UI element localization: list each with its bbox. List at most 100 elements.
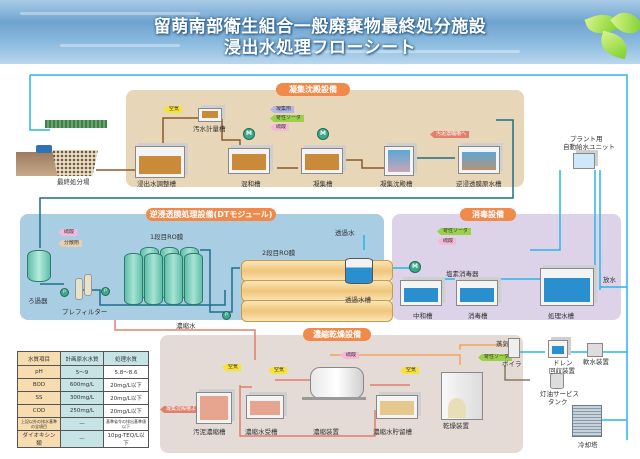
prefilter bbox=[84, 274, 92, 296]
ro-stage2-module bbox=[241, 300, 393, 322]
ro-stage1-module bbox=[164, 253, 183, 305]
leachate-pipe bbox=[162, 117, 198, 150]
cooling-tower bbox=[572, 405, 602, 437]
table-cell: 20mg/L以下 bbox=[103, 404, 149, 418]
title-line-1: 留萌南部衛生組合一般廃棄物最終処分施設 bbox=[153, 17, 487, 37]
concentrator-label: 濃縮装置 bbox=[313, 428, 339, 436]
plant-water-main-pipe bbox=[30, 74, 628, 440]
sulfuric-acid-tag: 硫酸 bbox=[270, 124, 290, 131]
boiler bbox=[508, 338, 520, 358]
disinfection-tank bbox=[456, 280, 498, 306]
sewage-metering-tank bbox=[198, 108, 222, 122]
permeate-tank bbox=[345, 258, 373, 284]
leachate-pipe bbox=[346, 159, 385, 169]
table-cell: 上記以外の排水基準の全項目 bbox=[17, 417, 61, 431]
mixing-tank bbox=[228, 148, 270, 174]
prefilter bbox=[75, 278, 83, 300]
neutralization-motor-icon: M bbox=[409, 261, 421, 273]
prefilter-label: プレフィルター bbox=[62, 308, 108, 316]
caustic-soda-tag: 苛性ソーダ bbox=[437, 228, 472, 235]
concentrate-label: 濃縮水 bbox=[176, 322, 196, 330]
neutralization-tank-label: 中和槽 bbox=[413, 312, 433, 320]
coagulation-section-label: 凝集沈殿設備 bbox=[276, 83, 350, 96]
leachate-adjustment-tank-label: 浸出水調整槽 bbox=[137, 180, 176, 188]
ro-stage2-feed-pipe bbox=[200, 249, 240, 313]
landfill-label: 最終処分場 bbox=[57, 178, 90, 186]
kerosene-tank-label-1: 灯油サービス bbox=[540, 390, 579, 398]
caustic-soda-tag: 苛性ソーダ bbox=[270, 115, 305, 122]
table-cell: 5～9 bbox=[60, 365, 104, 379]
coagulation-sedimentation-tank bbox=[384, 146, 414, 176]
dried-solids-icon bbox=[448, 398, 466, 418]
neutralization-tank bbox=[400, 280, 442, 306]
pump-icon: P bbox=[222, 311, 231, 320]
table-cell: 5.8～8.6 bbox=[103, 365, 149, 379]
table-header: 処理水質 bbox=[103, 351, 149, 366]
water-softener-label: 軟水装置 bbox=[583, 358, 609, 366]
permeate-tank-label: 透過水槽 bbox=[345, 296, 371, 304]
concentrate-storage-tank bbox=[376, 395, 418, 419]
kerosene-pipe bbox=[504, 365, 530, 381]
steam-pipe bbox=[330, 344, 505, 365]
table-cell: SS bbox=[17, 391, 61, 405]
title-line-2: 浸出水処理フローシート bbox=[223, 38, 417, 58]
steam-label: 蒸気 bbox=[496, 340, 509, 348]
sprinkler-supply-pipe bbox=[29, 75, 50, 131]
ro-raw-water-tank-label: 逆浸透膜原水槽 bbox=[456, 180, 502, 188]
ro-stage1-label: 1段目RO膜 bbox=[150, 233, 184, 241]
flocculation-tank bbox=[301, 148, 343, 174]
sulfuric-acid-tag: 硫酸 bbox=[58, 229, 78, 236]
permeate-label: 透過水 bbox=[335, 229, 355, 237]
ro-section-label: 逆浸透膜処理設備(DTモジュール) bbox=[146, 208, 276, 221]
treated-water-tank-label: 処理水槽 bbox=[548, 312, 574, 320]
kerosene-service-tank bbox=[550, 373, 564, 389]
ground bbox=[16, 152, 60, 176]
ro-stage1-module bbox=[124, 253, 143, 305]
concentrate-return-pipe bbox=[239, 385, 376, 437]
ro-stage2-label: 2段目RO膜 bbox=[262, 249, 296, 257]
table-header-row: 水質項目 計画原水水質 処理水質 bbox=[17, 351, 149, 366]
sludge-thickener bbox=[196, 392, 232, 424]
header-banner: 留萌南部衛生組合一般廃棄物最終処分施設 浸出水処理フローシート bbox=[0, 0, 640, 64]
sand-filter bbox=[27, 250, 51, 282]
dump-truck-icon bbox=[36, 145, 52, 153]
air-tag: 空気 bbox=[400, 367, 420, 374]
caustic-soda-tag: 苛性ソーダ bbox=[478, 354, 513, 361]
concentrate-drying-section-label: 濃縮乾燥設備 bbox=[303, 328, 371, 341]
air-tag: 空気 bbox=[222, 364, 242, 371]
table-row: COD 250mg/L 20mg/L以下 bbox=[17, 404, 149, 418]
table-cell: pH bbox=[17, 365, 61, 379]
concentrate-storage-tank-label: 濃縮水貯留槽 bbox=[373, 428, 412, 436]
landfill-roof bbox=[45, 120, 107, 128]
water-streak bbox=[300, 50, 520, 53]
table-row: 上記以外の排水基準の全項目 — 基準省令の排出基準値以下 bbox=[17, 417, 149, 431]
coagulant-tag: 凝集剤 bbox=[270, 106, 295, 113]
table-cell: COD bbox=[17, 404, 61, 418]
ro-stage1-module bbox=[144, 253, 163, 305]
coagulation-sedimentation-tank-label: 凝集沈殿槽 bbox=[380, 180, 413, 188]
plant-water-unit-label-2: 自動給水ユニット bbox=[563, 143, 615, 151]
water-softener bbox=[587, 343, 603, 357]
to-sludge-thickener-tag: 汚泥濃縮槽へ bbox=[430, 131, 470, 138]
chlorine-disinfector-label: 塩素消毒器 bbox=[446, 270, 479, 278]
ro-feed-pipe bbox=[39, 119, 514, 248]
table-cell: 10pg-TEQ/L以下 bbox=[103, 430, 149, 448]
leachate-pipe bbox=[221, 118, 241, 152]
table-cell: 20mg/L以下 bbox=[103, 378, 149, 392]
table-cell: 基準省令の排出基準値以下 bbox=[103, 417, 149, 431]
leachate-adjustment-tank bbox=[135, 146, 185, 178]
water-streak bbox=[20, 12, 200, 15]
drain-recovery-unit bbox=[548, 340, 568, 358]
air-tag: 空気 bbox=[163, 106, 183, 113]
table-row: ダイオキシン類 — 10pg-TEQ/L以下 bbox=[17, 430, 149, 448]
air-tag: 空気 bbox=[268, 367, 288, 374]
from-coagulation-tag: 凝集沈殿槽より bbox=[160, 406, 204, 413]
ro-stage1-module bbox=[184, 253, 203, 305]
table-row: pH 5～9 5.8～8.6 bbox=[17, 365, 149, 379]
flocculator-motor-icon: M bbox=[317, 128, 329, 140]
flocculation-tank-label: 凝集槽 bbox=[313, 180, 333, 188]
disinfection-section-label: 消毒設備 bbox=[460, 208, 516, 221]
scale-inhibitor-tag: 分散剤 bbox=[58, 240, 83, 247]
discharge-label: 放水 bbox=[603, 276, 616, 284]
pump-icon: P bbox=[60, 288, 69, 297]
